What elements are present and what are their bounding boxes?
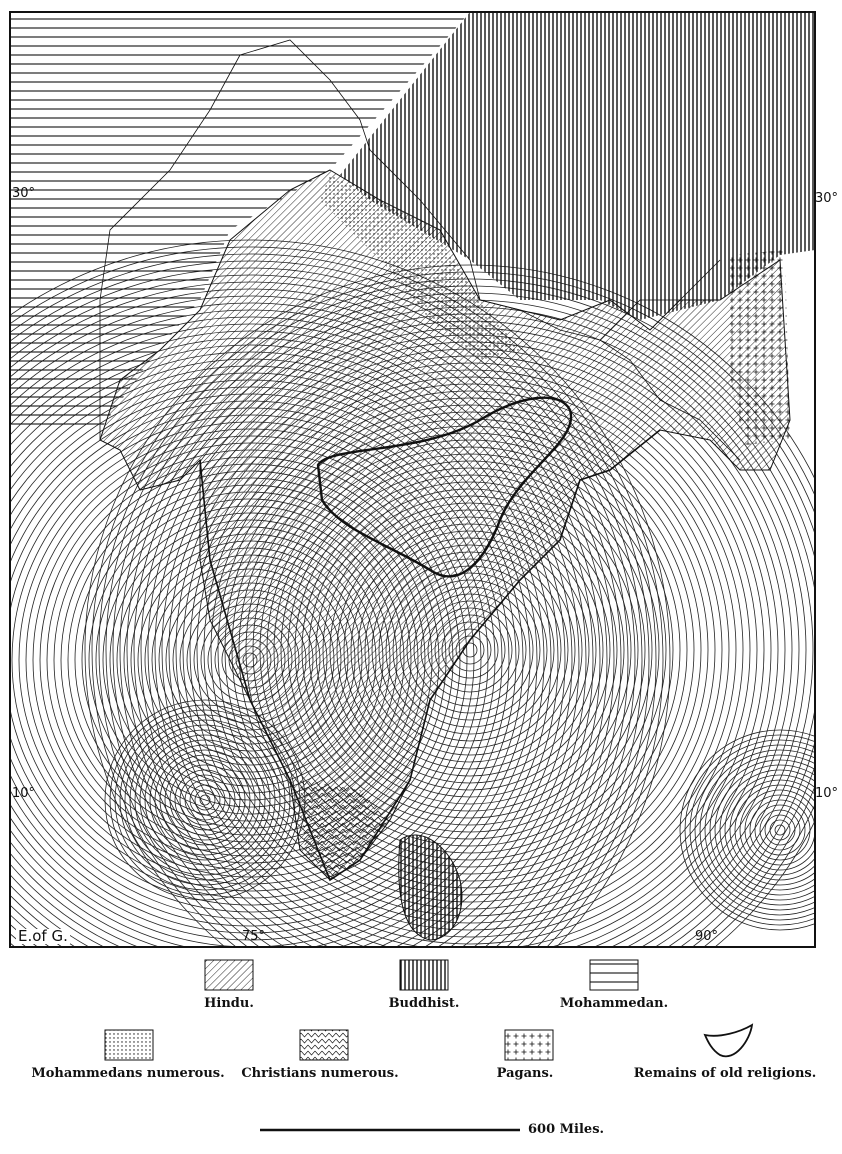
- sea-contour-ring: [179, 774, 231, 826]
- sea-contour-ring: [159, 754, 251, 846]
- sea-contour-ring: [714, 764, 815, 896]
- sea-contour-ring: [149, 744, 261, 856]
- island-ceylon: [398, 834, 463, 941]
- sea-contour-ring: [134, 729, 276, 871]
- sea-contour-ring: [769, 819, 791, 841]
- sea-contour-ring: [98, 278, 815, 947]
- sea-contour-ring: [154, 749, 256, 851]
- sea-contour-ring: [739, 789, 815, 871]
- sea-contour-ring: [124, 719, 286, 881]
- latitude-label-30-right: 30°: [815, 191, 839, 206]
- legend-label-mohammedan: Mohammedan.: [559, 996, 669, 1011]
- longitude-label-75: 75°: [242, 929, 266, 944]
- sea-contour-ring: [91, 271, 815, 947]
- swatch-old-religions: [703, 1023, 754, 1058]
- sea-contour-ring: [764, 814, 796, 846]
- legend-label-pagans: Pagans.: [496, 1066, 554, 1081]
- coastline: [199, 429, 661, 882]
- region-christians-numerous: [300, 780, 390, 880]
- legend-label-old-religions: Remains of old religions.: [633, 1066, 817, 1081]
- sea-contour-ring: [679, 729, 815, 931]
- sea-contour-ring: [144, 739, 266, 861]
- region-mohammedans-numerous: [320, 175, 520, 360]
- sea-contour-ring: [729, 779, 815, 881]
- sea-contour-ring: [184, 779, 226, 821]
- sea-contour-ring: [194, 789, 216, 811]
- sea-contour-ring: [754, 804, 806, 856]
- legend-label-mohammedans-numerous: Mohammedans numerous.: [31, 1066, 225, 1081]
- sea-contour-ring: [84, 264, 815, 947]
- sea-contour-ring: [129, 724, 281, 876]
- sea-contour-ring: [169, 764, 241, 836]
- swatch-christians-numerous: [299, 1029, 349, 1061]
- legend-swatches: [104, 959, 754, 1061]
- sea-contour-ring: [139, 734, 271, 866]
- swatch-buddhist: [399, 959, 449, 991]
- latitude-label-10-left: 10°: [12, 786, 36, 801]
- sea-contour-ring: [689, 739, 815, 921]
- region-buddhist: [340, 12, 815, 320]
- legend-label-buddhist: Buddhist.: [388, 996, 460, 1011]
- boundary-lines: [99, 39, 741, 461]
- sea-contour-ring: [694, 744, 815, 916]
- swatch-mohammedan: [589, 959, 639, 991]
- swatch-pagans: [504, 1029, 554, 1061]
- sea-contour-ring: [759, 809, 801, 851]
- region-old-religions: [316, 396, 573, 578]
- sea-contour-ring: [684, 734, 815, 926]
- region-mohammedan: [10, 12, 470, 430]
- sea-contour-ring: [749, 799, 811, 861]
- sea-contour-ring: [699, 749, 815, 911]
- longitude-label-90: 90°: [695, 929, 719, 944]
- swatch-hindu: [204, 959, 254, 991]
- latitude-label-10-right: 10°: [815, 786, 839, 801]
- latitude-label-30-left: 30°: [12, 186, 36, 201]
- map-frame: [9, 11, 816, 948]
- sea-contour-ring: [724, 774, 815, 886]
- sea-contour-ring: [119, 714, 291, 886]
- sea-contour-ring: [704, 754, 815, 906]
- sea-contour-ring: [774, 824, 786, 836]
- sea-contour-ring: [199, 794, 211, 806]
- sea-contour-ring: [734, 784, 815, 876]
- legend-label-hindu: Hindu.: [204, 996, 254, 1011]
- scale-label: 600 Miles.: [528, 1122, 605, 1137]
- legend-label-christians-numerous: Christians numerous.: [241, 1066, 399, 1081]
- region-pagans: [730, 250, 790, 445]
- sea-contour-ring: [189, 784, 221, 816]
- sea-contour-ring: [174, 769, 236, 831]
- sea-contour-ring: [744, 794, 815, 866]
- swatch-mohammedans-numerous: [104, 1029, 154, 1061]
- sea-contour-ring: [719, 769, 815, 891]
- sea-contour-ring: [709, 759, 815, 901]
- corner-credit: E.of G.: [16, 927, 70, 945]
- sea-contours: [10, 239, 815, 947]
- sea-contour-ring: [164, 759, 246, 841]
